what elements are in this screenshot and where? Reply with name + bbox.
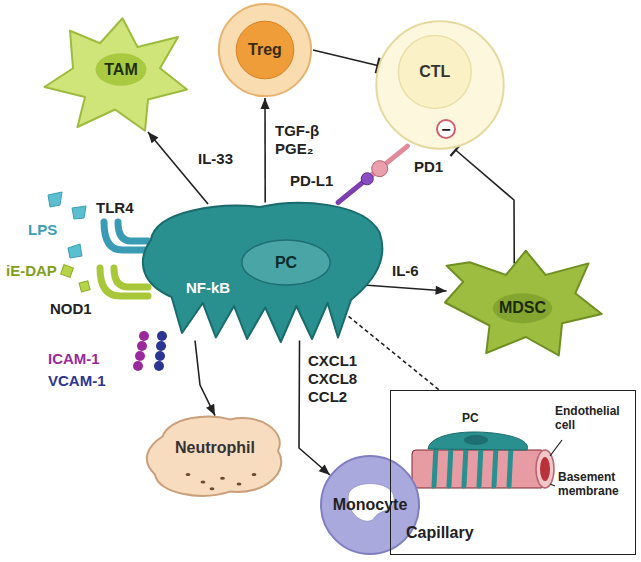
arrow-line xyxy=(264,98,266,203)
connector xyxy=(364,285,447,295)
connector xyxy=(148,132,208,204)
node-text: Capillary xyxy=(406,524,474,542)
arrow-head xyxy=(148,132,158,143)
node-text: Monocyte xyxy=(333,496,408,514)
node-text: PC xyxy=(275,253,297,271)
molecule-label: PD1 xyxy=(414,158,443,176)
node-text: MDSC xyxy=(499,299,546,317)
arrow-head xyxy=(206,404,215,416)
node-text: Treg xyxy=(248,41,282,59)
arrow-head xyxy=(435,286,446,295)
idap-ligands xyxy=(61,265,91,292)
vcam-beads xyxy=(154,331,167,371)
cell-monocyte: Monocyte xyxy=(320,455,420,555)
connector xyxy=(261,98,270,203)
node-text: NF-kB xyxy=(186,279,230,296)
node-text: TAM xyxy=(104,60,137,78)
cell-tam: TAM xyxy=(40,12,190,137)
connector xyxy=(338,146,408,202)
cell-pericyte: PC NF-kB xyxy=(130,195,390,345)
node-text: CTL xyxy=(419,63,450,81)
inhibition-sign: − xyxy=(436,119,456,139)
connector xyxy=(450,144,514,263)
receptor-label: TLR4 xyxy=(96,199,134,217)
cell-treg: Treg xyxy=(217,2,313,98)
arrow-line xyxy=(148,132,208,204)
connector xyxy=(313,50,379,73)
cell-mdsc: MDSC xyxy=(440,245,605,360)
connector xyxy=(195,341,215,416)
ligand-label: LPS xyxy=(28,221,57,239)
node-text: Neutrophil xyxy=(175,439,255,457)
arrow-head xyxy=(261,98,270,109)
receptor-label: NOD1 xyxy=(50,300,92,318)
arrow-head xyxy=(319,464,330,475)
arrow-line xyxy=(456,150,515,263)
pd1-receptor xyxy=(372,161,388,177)
signal-label: CXCL1 CXCL8 CCL2 xyxy=(308,352,366,406)
molecule-label: ICAM-1 xyxy=(48,350,100,368)
arrow-line xyxy=(364,285,447,291)
cell-neutrophil: Neutrophil xyxy=(140,408,290,503)
part-label: Endothelial cell xyxy=(555,404,631,433)
molecule-label: VCAM-1 xyxy=(48,372,106,390)
capillary-drawing xyxy=(412,432,562,488)
signal-label: TGF-β PGE₂ xyxy=(275,122,337,158)
leader-dashed xyxy=(343,312,439,390)
cell-pericyte-shape xyxy=(130,195,390,345)
nod1-receptor xyxy=(100,268,148,296)
part-label: Basement membrane xyxy=(558,470,634,499)
arrow-line xyxy=(313,50,378,66)
pdl1-ligand xyxy=(361,173,373,185)
molecule-label: PD-L1 xyxy=(290,172,333,190)
arrow-line xyxy=(195,341,215,416)
tlr4-receptor xyxy=(104,222,148,250)
icam-beads xyxy=(133,331,149,371)
signal-label: IL-33 xyxy=(198,150,233,168)
signal-label: IL-6 xyxy=(392,262,419,280)
part-label: PC xyxy=(462,411,479,425)
ligand-label: iE-DAP xyxy=(6,262,57,280)
